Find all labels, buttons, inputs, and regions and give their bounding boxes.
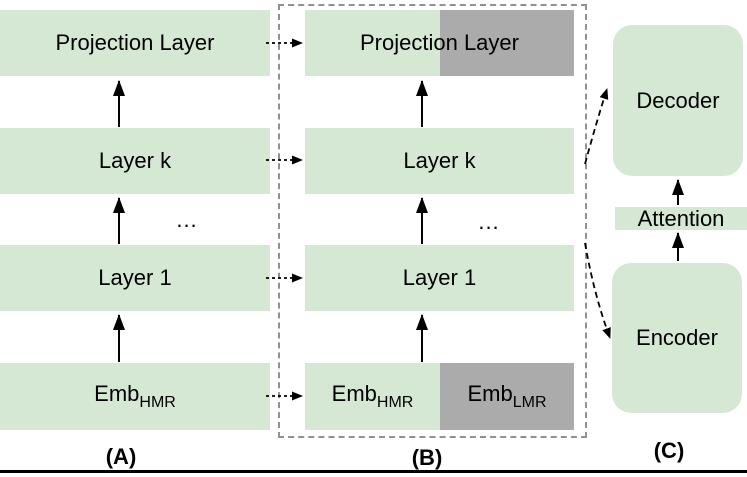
arrow-b-to-decoder <box>584 88 609 165</box>
panel-b-dashed-frame <box>278 4 587 438</box>
panel-a-layer-k-label: Layer k <box>98 148 172 173</box>
panel-a-projection-layer-box: Projection Layer <box>0 10 270 76</box>
arrow-b-to-encoder <box>584 242 611 339</box>
panel-c-encoder-label: Encoder <box>636 325 718 350</box>
panel-c-decoder-label: Decoder <box>636 87 720 113</box>
panel-a-projection-layer-label: Projection Layer <box>55 30 215 55</box>
panel-c-decoder-box: Decoder <box>613 25 743 176</box>
panel-c-encoder-box: Encoder <box>612 263 742 413</box>
panel-b-ellipsis: ... <box>478 209 500 234</box>
panel-a-layer-1-box: Layer 1 <box>0 245 270 311</box>
panel-b-emb-lmr-subscript: LMR <box>512 393 547 411</box>
panel-b-projection-gray-half <box>440 10 574 76</box>
panel-a-caption: (A) <box>105 444 137 469</box>
panel-b-layer-1-box: Layer 1 <box>305 245 574 311</box>
panel-a-layer-1-label: Layer 1 <box>98 265 172 290</box>
panel-b-emb-hmr-box: EmbHMR <box>305 363 440 430</box>
panel-b-projection-layer-box: Projection Layer <box>305 10 574 76</box>
panel-c-attention-label: Attention <box>637 205 725 231</box>
panel-c-attention-box: Attention <box>615 207 747 230</box>
panel-b-emb-lmr-label: EmbLMR <box>467 380 547 411</box>
panel-c-caption: (C) <box>653 438 685 463</box>
panel-b-emb-hmr-label: EmbHMR <box>331 380 414 411</box>
panel-b-layer-k-box: Layer k <box>305 128 574 194</box>
panel-b-caption: (B) <box>411 445 443 470</box>
panel-b-layer-k-label: Layer k <box>403 148 476 173</box>
panel-b-projection-green-half <box>305 10 440 76</box>
panel-b-projection-layer-label: Projection Layer <box>360 30 519 55</box>
panel-b-layer-1-label: Layer 1 <box>402 265 477 290</box>
panel-a-emb-hmr-subscript: HMR <box>139 393 176 411</box>
panel-a-layer-k-box: Layer k <box>0 128 270 194</box>
bottom-rule-line <box>0 470 747 473</box>
panel-a-emb-hmr-box: EmbHMR <box>0 363 270 430</box>
panel-b-emb-lmr-box: EmbLMR <box>440 363 574 430</box>
panel-a-ellipsis: ... <box>176 207 198 232</box>
panel-b-emb-hmr-subscript: HMR <box>376 393 414 411</box>
panel-a-emb-hmr-label: EmbHMR <box>94 380 176 411</box>
